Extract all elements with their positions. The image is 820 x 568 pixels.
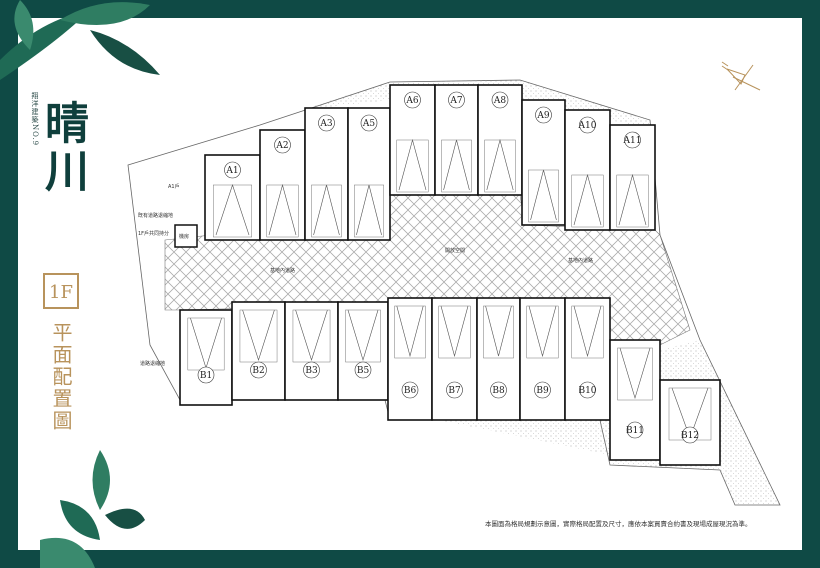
- machine-room-label: 機房: [179, 233, 189, 240]
- unit-label: A1: [225, 166, 238, 176]
- unit-a8: A8: [477, 84, 523, 196]
- unit-a2: A2: [259, 129, 306, 241]
- unit-label: B9: [536, 386, 549, 396]
- unit-b7: B7: [431, 297, 478, 421]
- unit-b12: B12: [659, 379, 721, 466]
- roadside-label: 道路退縮地: [140, 360, 165, 367]
- north-arrow-icon: [721, 61, 761, 91]
- developer-label: 翔洋建築NO.9: [31, 92, 39, 147]
- unit-b10: B10: [564, 297, 611, 421]
- a1-household-label: A1戶: [168, 183, 180, 190]
- unit-label: A3: [319, 119, 332, 129]
- unit-label: B7: [448, 386, 461, 396]
- unit-label: A6: [405, 96, 418, 106]
- unit-a9: A9: [521, 99, 566, 226]
- unit-a11: A11: [609, 124, 656, 231]
- unit-label: B3: [305, 366, 318, 376]
- landscape-strip-top: [300, 80, 655, 130]
- unit-a7: A7: [434, 84, 479, 196]
- plan-title: 平面配置圖: [49, 322, 73, 432]
- unit-label: B2: [252, 366, 264, 376]
- unit-b6: B6: [387, 297, 433, 421]
- unit-label: A5: [362, 119, 375, 129]
- unit-label: A7: [449, 96, 462, 106]
- unit-label: A8: [493, 96, 506, 106]
- setback-label: 既有道路退縮地: [138, 212, 173, 219]
- road-left-label: 基地內道路: [270, 267, 295, 274]
- unit-label: B8: [492, 386, 505, 396]
- unit-label: B5: [357, 366, 370, 376]
- unit-b8: B8: [476, 297, 521, 421]
- unit-b9: B9: [519, 297, 566, 421]
- leaf-decoration-bottom-icon: [40, 450, 145, 568]
- unit-a1: A1: [204, 154, 261, 241]
- unit-b3: B3: [284, 301, 339, 401]
- unit-b1: B1: [179, 309, 233, 406]
- unit-a3: A3: [304, 107, 349, 241]
- leaf-decoration-top-icon: [0, 0, 160, 80]
- disclaimer-note: 本圖面為格局規劃示意圖，實際格局配置及尺寸，應依本案買賣合約書及現場成屋現況為準…: [485, 520, 752, 528]
- floor-badge: 1F: [43, 273, 79, 309]
- unit-label: A9: [536, 111, 549, 121]
- machine-room: [174, 224, 198, 248]
- open-space-label: 開放空間: [445, 247, 465, 254]
- shared-label: 1F戶共同持分: [138, 230, 169, 237]
- unit-a10: A10: [564, 109, 611, 231]
- unit-label: B1: [200, 371, 212, 381]
- unit-a6: A6: [389, 84, 436, 196]
- unit-label: B10: [578, 386, 596, 396]
- unit-label: B12: [681, 431, 699, 441]
- unit-label: B6: [404, 386, 417, 396]
- project-name: 晴川: [37, 100, 88, 196]
- unit-b2: B2: [231, 301, 286, 401]
- unit-label: B11: [626, 426, 644, 436]
- unit-label: A11: [623, 136, 642, 146]
- unit-label: A2: [275, 141, 288, 151]
- unit-a5: A5: [347, 107, 391, 241]
- unit-b5: B5: [337, 301, 389, 401]
- unit-b11: B11: [609, 339, 661, 461]
- road-right-label: 基地內道路: [568, 257, 593, 264]
- unit-label: A10: [578, 121, 597, 131]
